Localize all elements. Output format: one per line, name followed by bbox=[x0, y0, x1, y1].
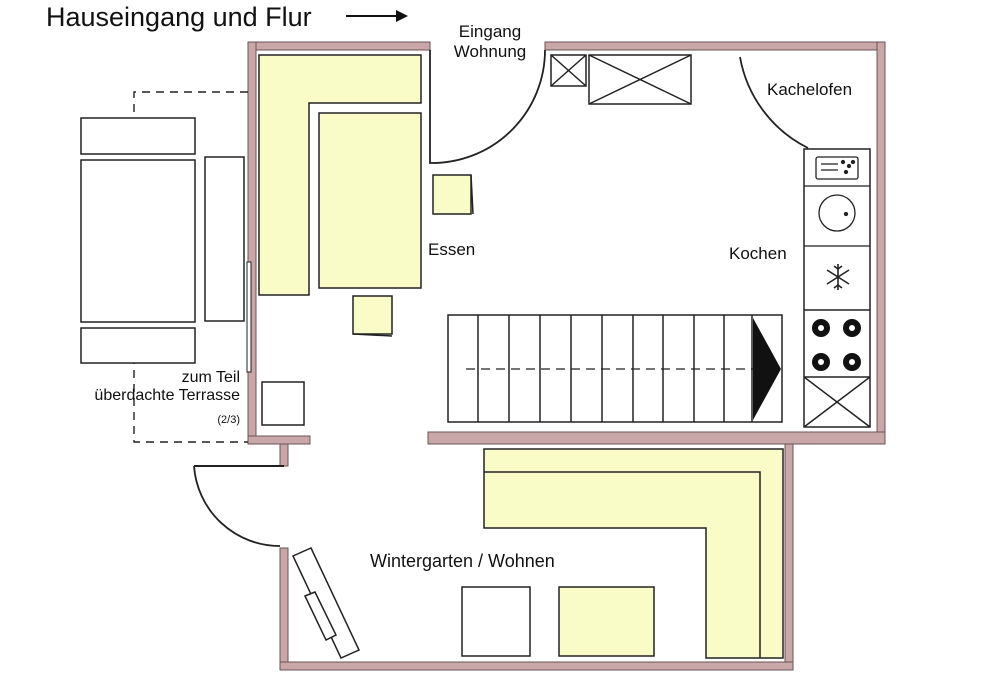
kitchen-sink bbox=[804, 194, 870, 247]
kitchen-cooktop-small bbox=[804, 156, 870, 187]
wall-lower-left bbox=[279, 547, 289, 671]
arrow-right-icon bbox=[346, 10, 408, 22]
terrace-door-swing bbox=[193, 465, 281, 547]
kitchen-cabinet bbox=[803, 376, 871, 428]
living-table bbox=[461, 586, 531, 657]
terrace-bench bbox=[204, 156, 245, 322]
wall-bottom bbox=[279, 661, 794, 671]
terrace-lounger bbox=[80, 117, 196, 364]
living-corner-sofa bbox=[483, 448, 784, 659]
entrance-apartment-label: Eingang Wohnung bbox=[440, 22, 540, 61]
kitchen-stove-burners bbox=[804, 319, 870, 378]
wall-middle-right bbox=[427, 431, 886, 445]
dining-label: Essen bbox=[428, 240, 476, 259]
terrace-fraction: (2/3) bbox=[217, 414, 240, 426]
wall-top-left bbox=[247, 41, 431, 51]
wall-middle-left bbox=[247, 435, 311, 445]
entrance-door-swing bbox=[429, 49, 546, 164]
entrance-title: Hauseingang und Flur bbox=[46, 2, 312, 32]
living-footstool bbox=[558, 586, 655, 657]
cabinet-small bbox=[550, 54, 587, 87]
tiled-stove bbox=[739, 56, 809, 149]
terrace-line2: überdachte Terrasse bbox=[94, 387, 240, 405]
terrace-line1: zum Teil bbox=[181, 369, 240, 386]
wall-lower-right bbox=[784, 443, 794, 671]
cooking-label: Kochen bbox=[729, 244, 787, 263]
snowflake-icon bbox=[804, 264, 870, 311]
terrace-label: zum Teil überdachte Terrasse bbox=[52, 369, 240, 406]
terrace-window bbox=[246, 261, 252, 373]
dining-corner-bench bbox=[258, 54, 422, 296]
terrace-side-table bbox=[261, 381, 305, 426]
entrance-apartment-line1: Eingang bbox=[458, 22, 522, 41]
terrace-outline bbox=[133, 91, 248, 443]
dining-table bbox=[318, 112, 422, 289]
walls bbox=[247, 41, 886, 671]
living-sofa-backrest bbox=[484, 471, 761, 658]
staircase bbox=[447, 314, 783, 423]
dining-chair bbox=[432, 174, 474, 215]
wall-top-right bbox=[544, 41, 886, 51]
tiled-stove-label: Kachelofen bbox=[767, 80, 853, 99]
living-angled-cabinet bbox=[291, 547, 361, 659]
cabinet-large bbox=[588, 54, 692, 105]
wall-right-upper bbox=[876, 41, 886, 445]
entrance-apartment-line2: Wohnung bbox=[453, 41, 527, 61]
wall-lower-left-stub bbox=[279, 443, 289, 467]
triangle-right-icon bbox=[753, 318, 781, 420]
living-label: Wintergarten / Wohnen bbox=[370, 551, 555, 571]
dining-chair bbox=[352, 295, 393, 337]
wall-left-upper bbox=[247, 41, 257, 445]
